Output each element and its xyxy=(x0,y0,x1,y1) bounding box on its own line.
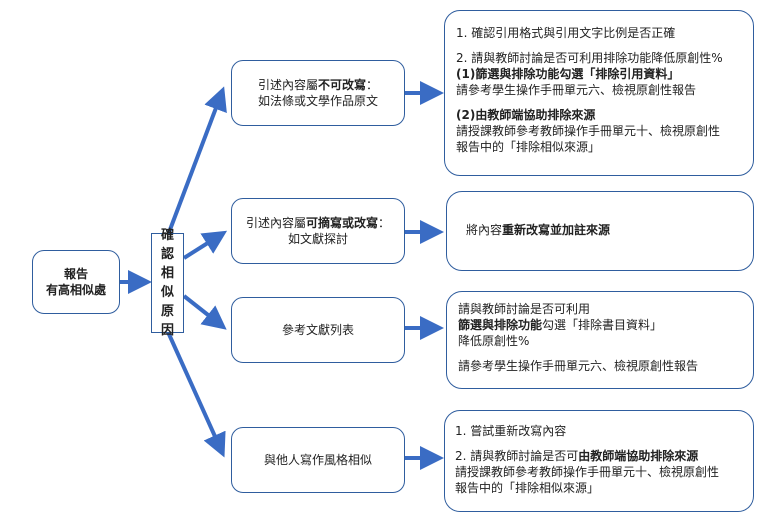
branch-1-line-1: 引述內容屬不可改寫： xyxy=(257,78,379,92)
cause-char-6: 因 xyxy=(160,323,174,338)
cause-char-5: 原 xyxy=(160,304,174,319)
detail-1-point-2: 2. 請與教師討論是否可利用排除功能降低原創性% xyxy=(456,51,723,65)
branch-1-box: 引述內容屬不可改寫： 如法條或文學作品原文 xyxy=(231,60,405,126)
cause-char-4: 似 xyxy=(160,285,174,300)
branch-2-line-1: 引述內容屬可摘寫或改寫： xyxy=(245,216,391,230)
report-title: 報告 xyxy=(63,267,88,281)
detail-1-sub-2-text-2: 報告中的「排除相似來源」 xyxy=(456,140,601,154)
detail-4-box: 1. 嘗試重新改寫內容 2. 請與教師討論是否可由教師端協助排除來源 請授課教師… xyxy=(444,410,754,512)
detail-1-box: 1. 確認引用格式與引用文字比例是否正確 2. 請與教師討論是否可利用排除功能降… xyxy=(444,10,754,176)
branch-3-box: 參考文獻列表 xyxy=(231,297,405,363)
detail-4-line-3: 請授課教師參考教師操作手冊單元十、檢視原創性 xyxy=(455,465,720,479)
detail-3-line-1: 請與教師討論是否可利用 xyxy=(458,302,591,316)
detail-1-point-1: 1. 確認引用格式與引用文字比例是否正確 xyxy=(456,26,676,40)
report-subtitle: 有高相似處 xyxy=(45,283,106,297)
detail-1-sub-2-title: (2)由教師端協助排除來源 xyxy=(456,108,596,122)
arrow-cause-to-branch-2 xyxy=(182,230,228,260)
branch-3-line-1: 參考文獻列表 xyxy=(281,323,354,337)
detail-3-box: 請與教師討論是否可利用 篩選與排除功能勾選「排除書目資料」 降低原創性% 請參考… xyxy=(446,291,754,389)
arrow-cause-to-branch-4 xyxy=(166,331,226,458)
branch-4-line-1: 與他人寫作風格相似 xyxy=(263,453,372,467)
detail-1-sub-2-text-1: 請授課教師參考教師操作手冊單元十、檢視原創性 xyxy=(456,124,721,138)
cause-char-2: 認 xyxy=(160,247,174,262)
cause-char-1: 確 xyxy=(160,228,174,243)
detail-4-point-1: 1. 嘗試重新改寫內容 xyxy=(455,424,567,438)
detail-1-sub-1-text: 請參考學生操作手冊單元六、檢視原創性報告 xyxy=(456,83,697,97)
branch-2-line-2: 如文獻探討 xyxy=(287,232,348,246)
detail-3-line-2: 篩選與排除功能勾選「排除書目資料」 xyxy=(458,318,663,332)
branch-2-box: 引述內容屬可摘寫或改寫： 如文獻探討 xyxy=(231,198,405,264)
report-box: 報告 有高相似處 xyxy=(32,250,120,314)
arrow-cause-to-branch-1 xyxy=(166,86,227,236)
cause-char-3: 相 xyxy=(160,266,174,281)
cause-box: 確 認 相 似 原 因 xyxy=(151,228,184,338)
detail-3-line-3: 降低原創性% xyxy=(458,334,530,348)
detail-2-text: 將內容重新改寫並加註來源 xyxy=(466,223,611,237)
detail-2-box: 將內容重新改寫並加註來源 xyxy=(446,191,754,271)
detail-4-line-4: 報告中的「排除相似來源」 xyxy=(455,481,600,495)
branch-1-line-2: 如法條或文學作品原文 xyxy=(257,94,378,108)
arrow-cause-to-branch-3 xyxy=(182,294,227,330)
detail-4-point-2: 2. 請與教師討論是否可由教師端協助排除來源 xyxy=(455,449,699,463)
detail-1-sub-1-title: (1)篩選與排除功能勾選「排除引用資料」 xyxy=(456,67,680,81)
branch-4-box: 與他人寫作風格相似 xyxy=(231,427,405,493)
detail-3-line-4: 請參考學生操作手冊單元六、檢視原創性報告 xyxy=(458,359,699,373)
